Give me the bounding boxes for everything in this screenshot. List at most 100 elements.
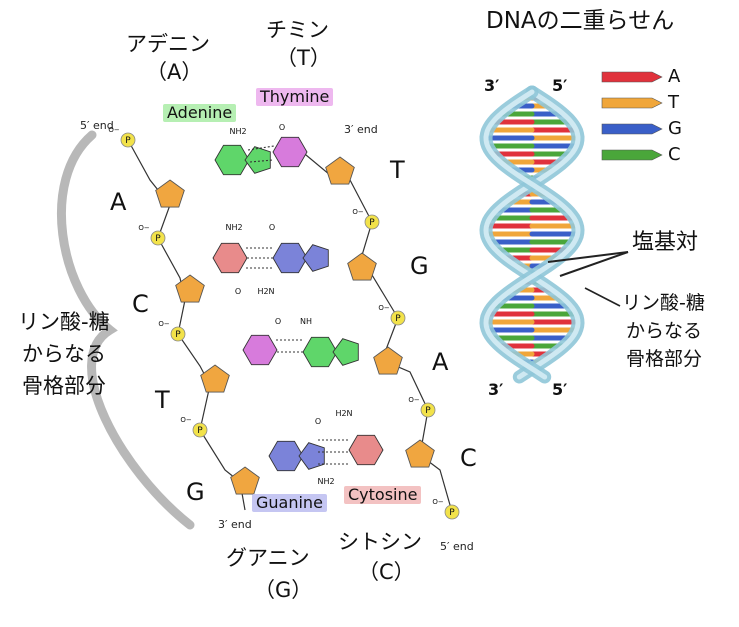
end-label-5-top: 5′ end [80, 119, 114, 132]
guanine-jp-label: グアニン [226, 546, 310, 570]
helix-backbone-label-line: 骨格部分 [626, 348, 703, 370]
backbone-pointer [584, 287, 621, 307]
cytosine-jp-label: シトシン [338, 530, 422, 554]
phosphate-group [444, 504, 460, 520]
backbone-label-line: からなる [22, 342, 106, 366]
thymine-abbr-label: （T） [276, 46, 331, 70]
amine-atom-label: H2N [335, 409, 352, 418]
oxygen-atom-label: O [235, 287, 241, 296]
sugar-ring [373, 346, 403, 375]
amine-atom-label: H2N [257, 287, 274, 296]
sugar-ring [405, 439, 435, 468]
guanine-base-ring2 [302, 244, 329, 272]
right-strand-letter: C [460, 444, 477, 472]
legend-swatch [601, 97, 663, 109]
right-strand-letter: G [410, 252, 429, 280]
oxygen-atom-label: O− [352, 208, 364, 216]
thymine-en-label: Thymine [256, 88, 334, 106]
thymine-jp-label: チミン [266, 18, 329, 42]
cytosine-base [212, 242, 248, 274]
base-pair-pointer [559, 251, 629, 277]
phosphate-atom-label: P [369, 218, 375, 228]
oxygen-atom-label: O− [138, 224, 150, 232]
guanine-base [268, 440, 304, 472]
backbone-label-line: リン酸-糖 [18, 310, 110, 334]
oxygen-atom-label: O− [180, 416, 192, 424]
cytosine-base [348, 434, 384, 466]
oxygen-atom-label: O [279, 123, 285, 132]
phosphate-group [364, 214, 380, 230]
phosphate-atom-label: P [125, 136, 131, 146]
amine-atom-label: NH [300, 317, 312, 326]
sugar-ring [175, 274, 205, 303]
hydrogen-bond [247, 145, 275, 151]
helix-end-label: 3′ [488, 380, 504, 399]
adenine-base-ring2 [332, 338, 359, 366]
phosphate-group [420, 402, 436, 418]
amine-atom-label: NH2 [225, 223, 242, 232]
adenine-abbr-label: （A） [146, 60, 203, 84]
guanine-base-ring2 [298, 442, 325, 470]
left-strand-letter: G [186, 478, 205, 506]
oxygen-atom-label: O [269, 223, 275, 232]
legend-label-A: A [668, 66, 681, 87]
sugar-ring [155, 179, 185, 208]
legend-swatch [601, 123, 663, 135]
sugar-ring [325, 156, 355, 185]
helix-backbone-label-line: からなる [626, 320, 703, 342]
guanine-en-label: Guanine [252, 494, 327, 512]
base-pair-pointer [547, 251, 629, 263]
phosphate-atom-label: P [395, 314, 401, 324]
adenine-en-label: Adenine [163, 104, 237, 122]
left-strand-letter: C [132, 290, 149, 318]
legend-swatch [601, 149, 663, 161]
oxygen-atom-label: O− [432, 498, 444, 506]
cytosine-abbr-label: （C） [358, 560, 415, 584]
phosphate-atom-label: P [425, 406, 431, 416]
phosphate-atom-label: P [197, 426, 203, 436]
adenine-base [214, 144, 250, 176]
oxygen-atom-label: O− [408, 396, 420, 404]
helix-backbone-label-line: リン酸-糖 [622, 292, 705, 314]
phosphate-group [170, 326, 186, 342]
end-label-3-bottom: 3′ end [218, 518, 252, 531]
helix-title: DNAの二重らせん [486, 8, 675, 34]
legend-label-G: G [668, 118, 682, 139]
helix-strand-one-highlight [483, 89, 581, 380]
oxygen-atom-label: O [275, 317, 281, 326]
end-label-3-top: 3′ end [344, 123, 378, 136]
thymine-base [272, 136, 308, 168]
oxygen-atom-label: O− [158, 320, 170, 328]
phosphate-group [120, 132, 136, 148]
legend-label-T: T [668, 92, 679, 113]
sugar-ring [230, 466, 260, 495]
right-strand-letter: T [390, 156, 405, 184]
helix-end-label: 5′ [552, 76, 568, 95]
legend-swatch [601, 71, 663, 83]
helix-end-label: 3′ [484, 76, 500, 95]
left-strand-letter: A [110, 188, 127, 216]
guanine-abbr-label: （G） [254, 578, 313, 602]
oxygen-atom-label: O− [108, 126, 120, 134]
helix-strand-two-highlight [483, 89, 581, 380]
base-pair-label: 塩基対 [632, 230, 699, 255]
phosphate-atom-label: P [175, 330, 181, 340]
end-label-5-bottom: 5′ end [440, 540, 474, 553]
cytosine-en-label: Cytosine [344, 486, 422, 504]
adenine-jp-label: アデニン [126, 32, 210, 56]
amine-atom-label: NH2 [229, 127, 246, 136]
legend-label-C: C [668, 144, 681, 165]
phosphate-group [192, 422, 208, 438]
backbone-label-line: 骨格部分 [22, 374, 106, 398]
sugar-ring [347, 252, 377, 281]
left-strand-letter: T [155, 386, 170, 414]
oxygen-atom-label: O [315, 417, 321, 426]
helix-end-label: 5′ [552, 380, 568, 399]
oxygen-atom-label: O− [378, 304, 390, 312]
phosphate-group [390, 310, 406, 326]
phosphate-atom-label: P [155, 234, 161, 244]
